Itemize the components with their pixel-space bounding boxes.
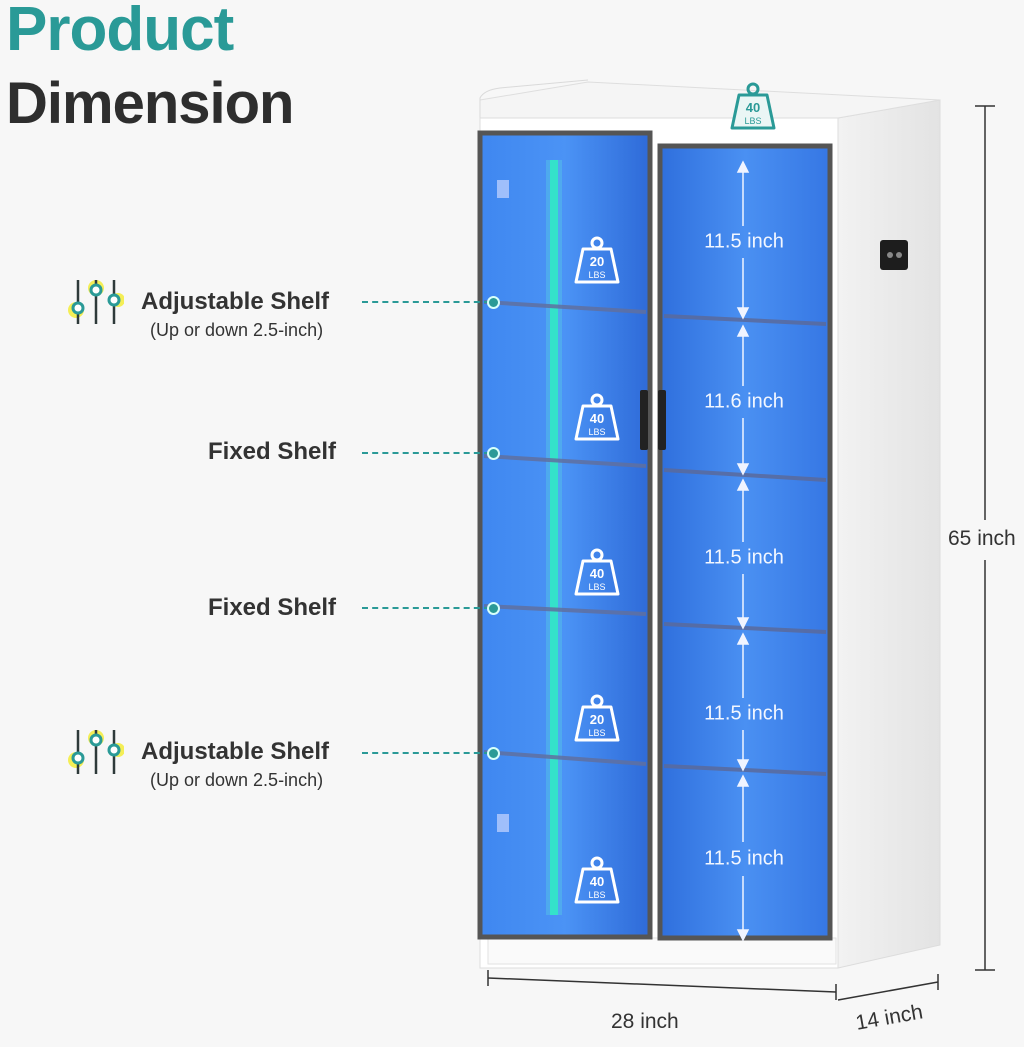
power-socket (880, 240, 908, 270)
compartment-height-5: 11.5 inch (704, 847, 784, 870)
weight-icon: 40 LBS (574, 393, 620, 441)
shelf-line (483, 604, 647, 616)
title-line-2: Dimension (6, 71, 294, 136)
width-dimension: 28 inch (611, 1010, 679, 1033)
hinge (497, 180, 509, 198)
led-strip (550, 160, 558, 915)
weight-unit: LBS (588, 582, 605, 592)
compartment-height-1: 11.5 inch (704, 230, 784, 253)
fixed-shelf-label-2: Fixed Shelf (208, 594, 337, 621)
weight-icon: 20 LBS (574, 236, 620, 284)
shelf-line (663, 764, 827, 776)
leader-dot (487, 296, 500, 309)
shelf-line (663, 468, 827, 482)
leader-dot (487, 747, 500, 760)
weight-icon: 20 LBS (574, 694, 620, 742)
leader-line (362, 452, 490, 454)
cabinet-top (479, 81, 941, 119)
left-glass-door (477, 130, 653, 940)
hinge (497, 814, 509, 832)
adjustable-shelf-sublabel-bottom: (Up or down 2.5-inch) (150, 770, 324, 790)
weight-unit: LBS (588, 890, 605, 900)
fixed-shelf-label-1: Fixed Shelf (208, 438, 337, 465)
weight-icon: 40 LBS (574, 856, 620, 904)
weight-unit: LBS (588, 270, 605, 280)
weight-unit: LBS (588, 728, 605, 738)
adjustable-shelf-label-bottom: Adjustable Shelf (141, 738, 330, 765)
title-line-1: Product (6, 0, 234, 64)
leader-line (362, 752, 490, 754)
compartment-height-3: 11.5 inch (704, 546, 784, 569)
weight-icon: 40 LBS (730, 82, 776, 130)
weight-unit: LBS (588, 427, 605, 437)
shelf-line (663, 622, 827, 634)
shelf-line (663, 314, 827, 326)
leader-line (362, 301, 490, 303)
door-handle (640, 390, 648, 450)
weight-value: 40 (590, 411, 604, 426)
shelf-line (483, 750, 647, 766)
height-dimension: 65 inch (948, 527, 1016, 550)
leader-dot (487, 602, 500, 615)
adjustable-slider-icon (68, 730, 124, 774)
door-handle (658, 390, 666, 450)
leader-dot (487, 447, 500, 460)
adjustable-slider-icon (68, 280, 124, 324)
shelf-line (483, 300, 647, 314)
leader-line (362, 607, 490, 609)
compartment-height-4: 11.5 inch (704, 702, 784, 725)
weight-value: 20 (590, 254, 604, 269)
right-glass-door (657, 143, 833, 941)
weight-value: 40 (746, 100, 760, 115)
weight-value: 40 (590, 566, 604, 581)
weight-value: 20 (590, 712, 604, 727)
adjustable-shelf-sublabel-top: (Up or down 2.5-inch) (150, 320, 324, 340)
adjustable-shelf-label-top: Adjustable Shelf (141, 288, 330, 315)
weight-value: 40 (590, 874, 604, 889)
weight-icon: 40 LBS (574, 548, 620, 596)
shelf-line (483, 454, 647, 468)
compartment-height-2: 11.6 inch (704, 390, 784, 413)
weight-unit: LBS (744, 116, 761, 126)
cabinet-side (837, 99, 941, 969)
